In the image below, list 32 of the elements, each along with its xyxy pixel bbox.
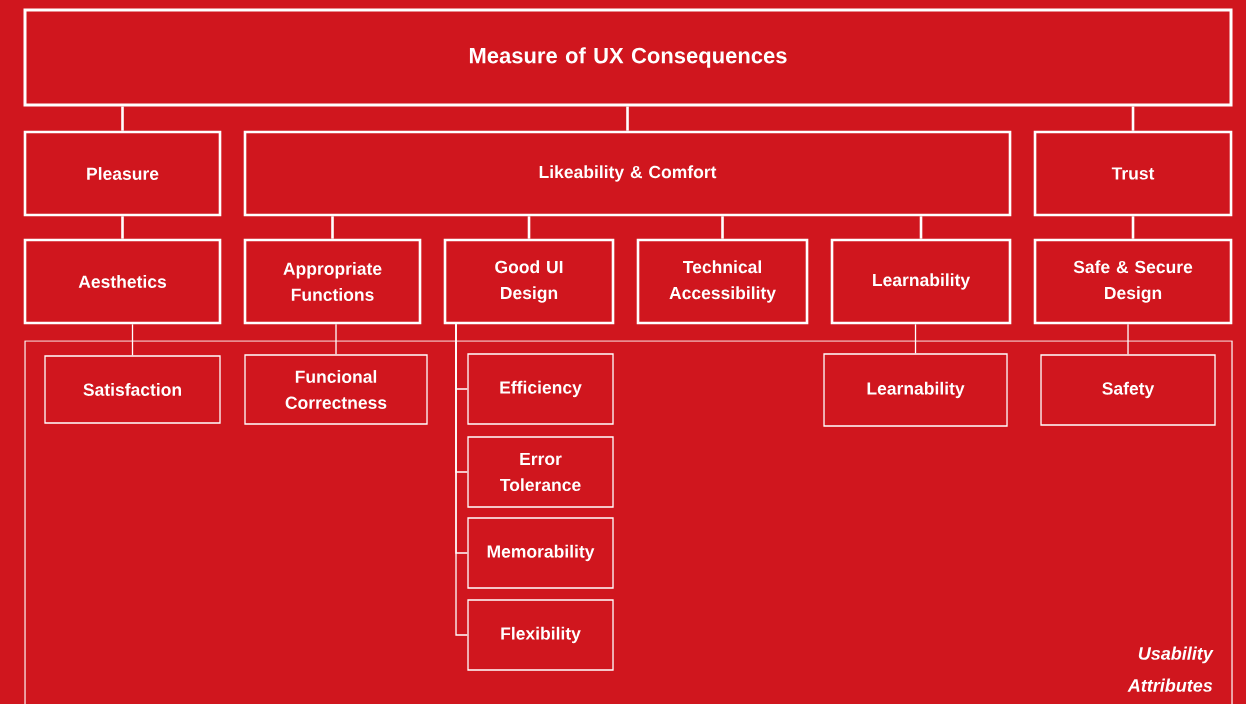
attribute-box: Learnability <box>823 353 1008 427</box>
category-box: Learnability <box>830 238 1012 325</box>
category-box: Pleasure <box>23 130 222 217</box>
connector-line <box>721 216 724 239</box>
category-box: Appropriate Functions <box>243 238 422 325</box>
connector-line <box>914 323 917 354</box>
attribute-box: Funcional Correctness <box>244 354 428 425</box>
title-box: Measure of UX Consequences <box>23 8 1233 107</box>
connector-line <box>331 216 334 239</box>
category-box: Likeability & Comfort <box>243 130 1012 217</box>
connector-line <box>626 106 629 131</box>
attribute-box: Safety <box>1040 354 1216 426</box>
connector-line <box>527 216 531 239</box>
category-box: Aesthetics <box>23 238 222 325</box>
category-box: Good UI Design <box>443 238 615 325</box>
connector-line <box>121 216 124 239</box>
category-box: Trust <box>1033 130 1233 217</box>
attribute-box: Efficiency <box>467 353 614 425</box>
connector-line <box>131 323 134 356</box>
connector-line <box>335 323 337 355</box>
attribute-box: Flexibility <box>467 599 614 671</box>
attribute-box: Error Tolerance <box>467 436 614 508</box>
connector-line <box>1127 323 1129 355</box>
connector-line <box>919 216 923 239</box>
connector-line <box>455 323 468 636</box>
connector-line <box>1131 216 1135 239</box>
attribute-box: Memorability <box>467 517 614 589</box>
attribute-box: Satisfaction <box>44 355 221 424</box>
category-box: Technical Accessibility <box>636 238 809 325</box>
category-box: Safe & Secure Design <box>1033 238 1233 325</box>
connector-line <box>121 106 124 131</box>
connector-line <box>1131 106 1135 131</box>
